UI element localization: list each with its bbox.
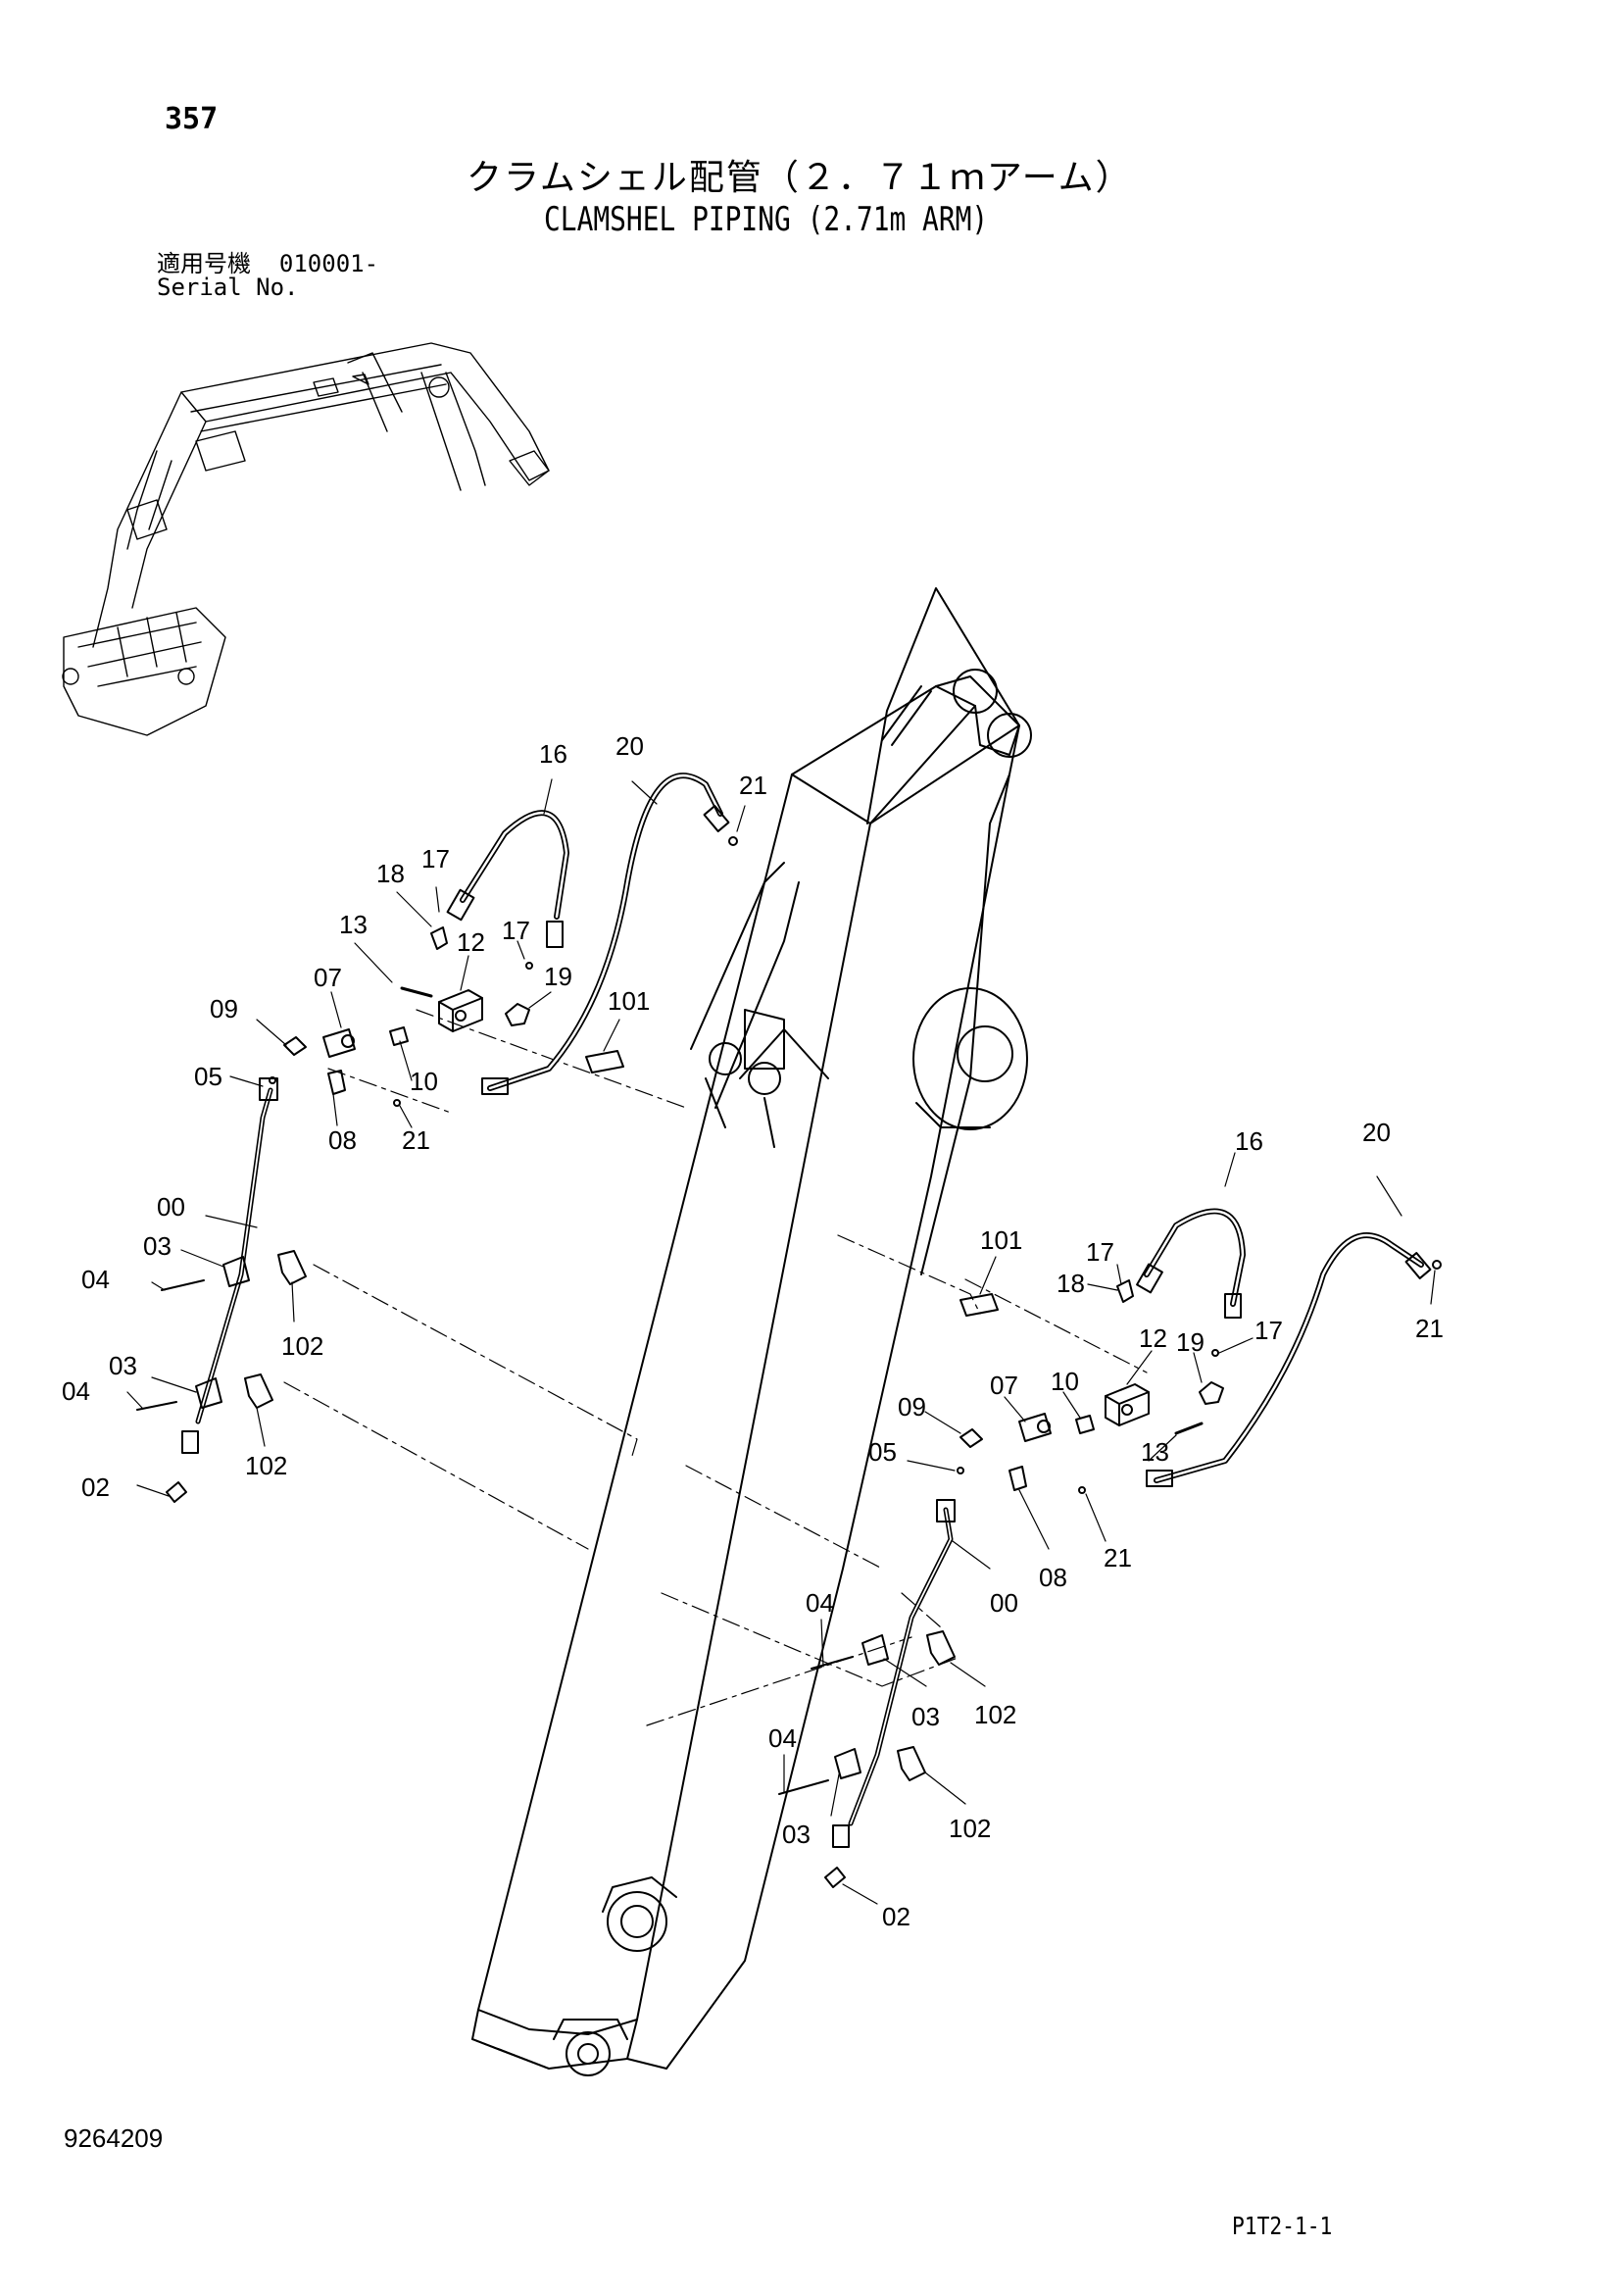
callout-leaders — [126, 778, 1436, 1905]
arm-body — [471, 587, 1032, 2076]
serial-line: 適用号機 010001- — [157, 252, 378, 275]
callout-right-17a: 17 — [1086, 1237, 1114, 1267]
callout-left-12: 12 — [457, 927, 485, 957]
callout-left-03a: 03 — [143, 1231, 172, 1261]
callout-right-09: 09 — [898, 1392, 926, 1422]
callout-left-20: 20 — [615, 731, 644, 761]
serial-label-en: Serial No. — [157, 274, 299, 301]
title-english: CLAMSHEL PIPING (2.71m ARM) — [544, 200, 989, 239]
serial-label-jp: 適用号機 — [157, 250, 251, 277]
callout-left-18: 18 — [376, 859, 405, 888]
serial-block: 適用号機 010001- Serial No. — [157, 252, 378, 299]
callout-left-102b: 102 — [245, 1451, 287, 1480]
callout-right-08: 08 — [1039, 1563, 1067, 1592]
page-number: 357 — [165, 102, 219, 136]
callout-left-02: 02 — [81, 1472, 110, 1502]
callout-left-04a: 04 — [81, 1265, 110, 1294]
callout-right-10: 10 — [1051, 1367, 1079, 1396]
right-callouts: 16 20 101 17 18 21 12 19 17 09 07 10 05 … — [768, 1118, 1444, 1931]
callout-right-13: 13 — [1141, 1437, 1169, 1467]
callout-right-101: 101 — [980, 1225, 1022, 1255]
callout-right-04b: 04 — [768, 1723, 797, 1753]
callout-right-21b: 21 — [1104, 1543, 1132, 1572]
callout-right-102a: 102 — [974, 1700, 1016, 1729]
serial-value: 010001- — [278, 250, 379, 277]
callout-right-05: 05 — [868, 1437, 897, 1467]
callout-left-13: 13 — [339, 910, 368, 939]
callout-right-19: 19 — [1176, 1327, 1205, 1357]
callout-left-05: 05 — [194, 1062, 222, 1091]
callout-left-102a: 102 — [281, 1331, 323, 1361]
callout-left-21a: 21 — [739, 771, 767, 800]
callout-right-07: 07 — [990, 1371, 1018, 1400]
callout-right-00: 00 — [990, 1588, 1018, 1618]
callout-left-17a: 17 — [421, 844, 450, 873]
callout-left-09: 09 — [210, 994, 238, 1023]
document-code: 9264209 — [64, 2123, 164, 2153]
callout-right-18: 18 — [1057, 1269, 1085, 1298]
callout-left-07: 07 — [314, 963, 342, 992]
right-piping-assembly — [778, 1208, 1442, 1888]
callout-left-04b: 04 — [62, 1376, 90, 1406]
callout-right-16: 16 — [1235, 1126, 1263, 1156]
assembly-guide-lines — [283, 1009, 1148, 1726]
callout-right-02: 02 — [882, 1902, 910, 1931]
callout-left-101: 101 — [608, 986, 650, 1016]
callout-right-04a: 04 — [806, 1588, 834, 1618]
callout-right-03a: 03 — [911, 1702, 940, 1731]
page-code: P1T2-1-1 — [1232, 2212, 1333, 2240]
callout-right-102b: 102 — [949, 1814, 991, 1843]
excavator-overview — [62, 342, 550, 736]
left-callouts: 16 20 21 17 18 13 17 12 19 07 09 05 10 1… — [62, 731, 767, 1502]
title-japanese: クラムシェル配管（２．７１ｍアーム） — [467, 158, 1133, 198]
callout-right-21a: 21 — [1415, 1314, 1444, 1343]
callout-left-10: 10 — [410, 1067, 438, 1096]
callout-left-17b: 17 — [502, 916, 530, 945]
callout-left-03b: 03 — [109, 1351, 137, 1380]
callout-right-12: 12 — [1139, 1323, 1167, 1353]
callout-right-03b: 03 — [782, 1820, 811, 1849]
callout-left-21b: 21 — [402, 1125, 430, 1155]
callout-left-16: 16 — [539, 739, 567, 769]
callout-right-17b: 17 — [1254, 1316, 1283, 1345]
callout-left-19: 19 — [544, 962, 572, 991]
left-piping-assembly — [136, 773, 738, 1503]
callout-left-00: 00 — [157, 1192, 185, 1222]
callout-right-20: 20 — [1362, 1118, 1391, 1147]
callout-left-08: 08 — [328, 1125, 357, 1155]
